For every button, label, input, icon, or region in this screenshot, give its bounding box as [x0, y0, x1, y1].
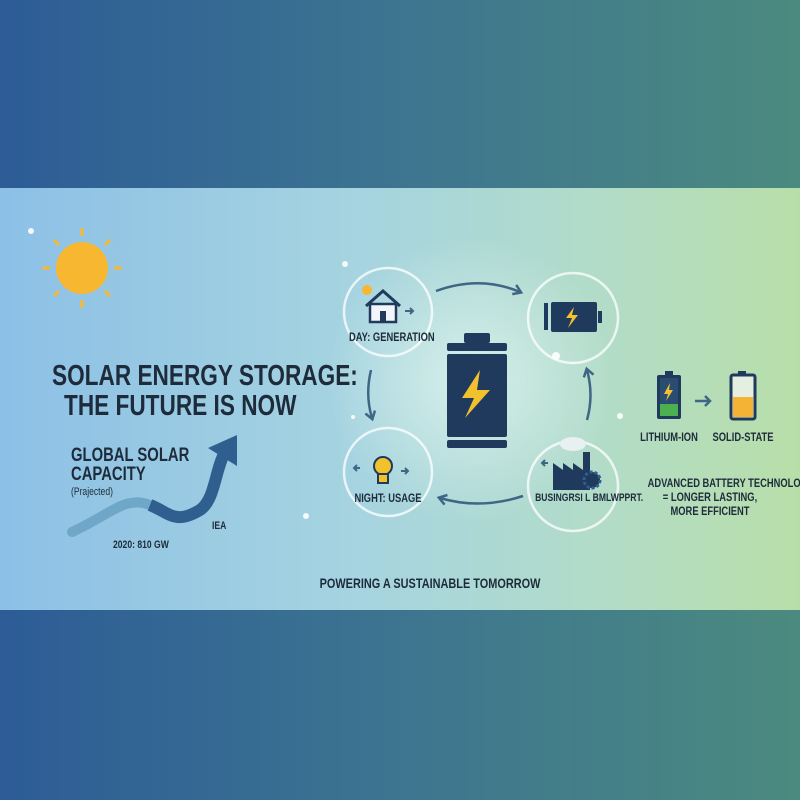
business-label: BUSINGRSI L BMLWPPRT. — [535, 492, 644, 504]
lightbulb-icon — [352, 456, 410, 484]
tagline-line-1: ADVANCED BATTERY TECHNOLOGY — [647, 476, 800, 490]
sun-icon — [42, 228, 122, 308]
lithium-ion-battery-icon — [657, 371, 681, 419]
sparkles — [28, 228, 623, 519]
footer-tagline: POWERING A SUSTAINABLE TOMORROW — [319, 575, 541, 591]
cycle-arrows — [364, 282, 595, 506]
solid-state-label: SOLID-STATE — [712, 430, 774, 444]
night-usage-label: NIGHT: USAGE — [354, 491, 422, 505]
lithium-ion-label: LITHIUM-ION — [640, 430, 698, 444]
house-sun-icon — [362, 285, 415, 324]
day-circle — [342, 266, 434, 358]
title-line-2: THE FUTURE IS NOW — [64, 390, 297, 422]
capacity-note: (Prajected) — [71, 486, 113, 498]
arrow-right-icon — [695, 395, 712, 407]
capacity-stat: 2020: 810 GW — [113, 539, 169, 551]
factory-gear-icon — [540, 437, 602, 490]
day-generation-label: DAY: GENERATION — [349, 330, 435, 344]
central-battery-icon — [447, 333, 507, 448]
storage-circle — [526, 271, 620, 365]
capacity-heading-line-1: GLOBAL SOLAR — [71, 445, 190, 466]
title-line-1: SOLAR ENERGY STORAGE: — [52, 360, 358, 392]
solid-state-battery-icon — [729, 371, 757, 421]
iea-logo: IEA — [212, 520, 227, 532]
growth-arrow-icon — [67, 435, 237, 537]
tagline-line-3: MORE EFFICIENT — [670, 504, 750, 518]
night-circle — [342, 426, 434, 518]
tagline-line-2: = LONGER LASTING, — [662, 490, 758, 504]
battery-horizontal-icon — [544, 302, 602, 332]
capacity-heading-line-2: CAPACITY — [71, 464, 146, 485]
